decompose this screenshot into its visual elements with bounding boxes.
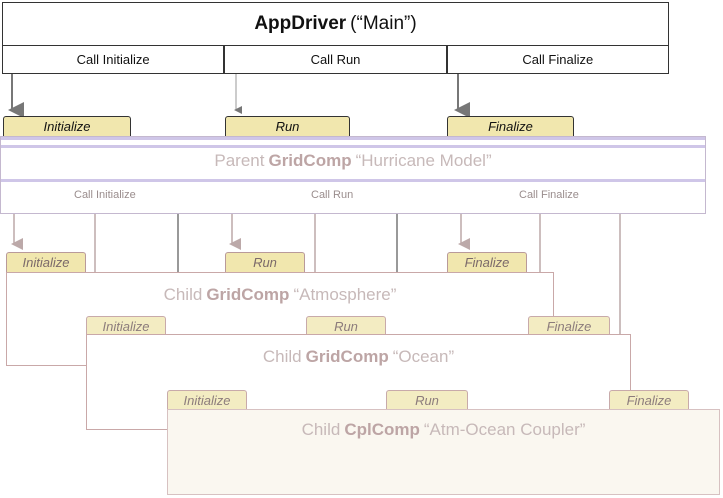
ocean-finalize-tab: Finalize [528, 316, 610, 336]
call-finalize-box: Call Finalize [448, 45, 668, 73]
call-finalize-label: Call Finalize [522, 52, 594, 67]
ocean-run-tab: Run [306, 316, 386, 336]
coupler-cplcomp-panel: Child CplComp “Atm-Ocean Coupler” [167, 409, 720, 495]
atmosphere-initialize-tab: Initialize [6, 252, 86, 272]
coupler-prefix: Child [301, 420, 341, 439]
atmosphere-prefix: Child [163, 285, 203, 304]
ocean-prefix: Child [262, 347, 302, 366]
app-driver-label: (“Main”) [350, 13, 417, 34]
app-driver-calls: Call Initialize Call Run Call Finalize [3, 45, 668, 73]
parent-finalize-tab: Finalize [447, 116, 574, 136]
parent-label: “Hurricane Model” [355, 151, 492, 170]
coupler-label: “Atm-Ocean Coupler” [423, 420, 586, 439]
ocean-title: Child GridComp “Ocean” [87, 347, 630, 367]
panel-band [1, 137, 705, 140]
parent-run-tab: Run [225, 116, 350, 136]
atmosphere-title: Child GridComp “Atmosphere” [7, 285, 553, 305]
app-driver-box: AppDriver (“Main”) Call Initialize Call … [2, 2, 669, 74]
parent-call-initialize: Call Initialize [74, 189, 136, 201]
app-driver-title: AppDriver (“Main”) [3, 3, 668, 46]
parent-call-run: Call Run [311, 189, 354, 201]
app-driver-name: AppDriver [254, 13, 347, 34]
parent-gridcomp-panel: Parent GridComp “Hurricane Model” Call I… [0, 136, 706, 214]
ocean-type: GridComp [305, 347, 389, 366]
coupler-finalize-tab: Finalize [609, 390, 689, 410]
panel-band [1, 179, 705, 182]
atmosphere-label: “Atmosphere” [293, 285, 397, 304]
parent-call-finalize: Call Finalize [519, 189, 579, 201]
call-run-box: Call Run [225, 45, 448, 73]
parent-gridcomp-title: Parent GridComp “Hurricane Model” [1, 151, 705, 171]
atmosphere-type: GridComp [206, 285, 290, 304]
call-initialize-label: Call Initialize [76, 52, 150, 67]
atmosphere-run-tab: Run [225, 252, 305, 272]
parent-prefix: Parent [214, 151, 265, 170]
call-run-label: Call Run [310, 52, 361, 67]
coupler-run-tab: Run [386, 390, 468, 410]
coupler-initialize-tab: Initialize [167, 390, 247, 410]
parent-initialize-tab: Initialize [3, 116, 131, 136]
atmosphere-finalize-tab: Finalize [447, 252, 527, 272]
coupler-type: CplComp [344, 420, 420, 439]
ocean-initialize-tab: Initialize [86, 316, 166, 336]
coupler-title: Child CplComp “Atm-Ocean Coupler” [168, 420, 719, 440]
ocean-label: “Ocean” [392, 347, 455, 366]
parent-type: GridComp [268, 151, 352, 170]
panel-band [1, 145, 705, 148]
call-initialize-box: Call Initialize [3, 45, 226, 73]
